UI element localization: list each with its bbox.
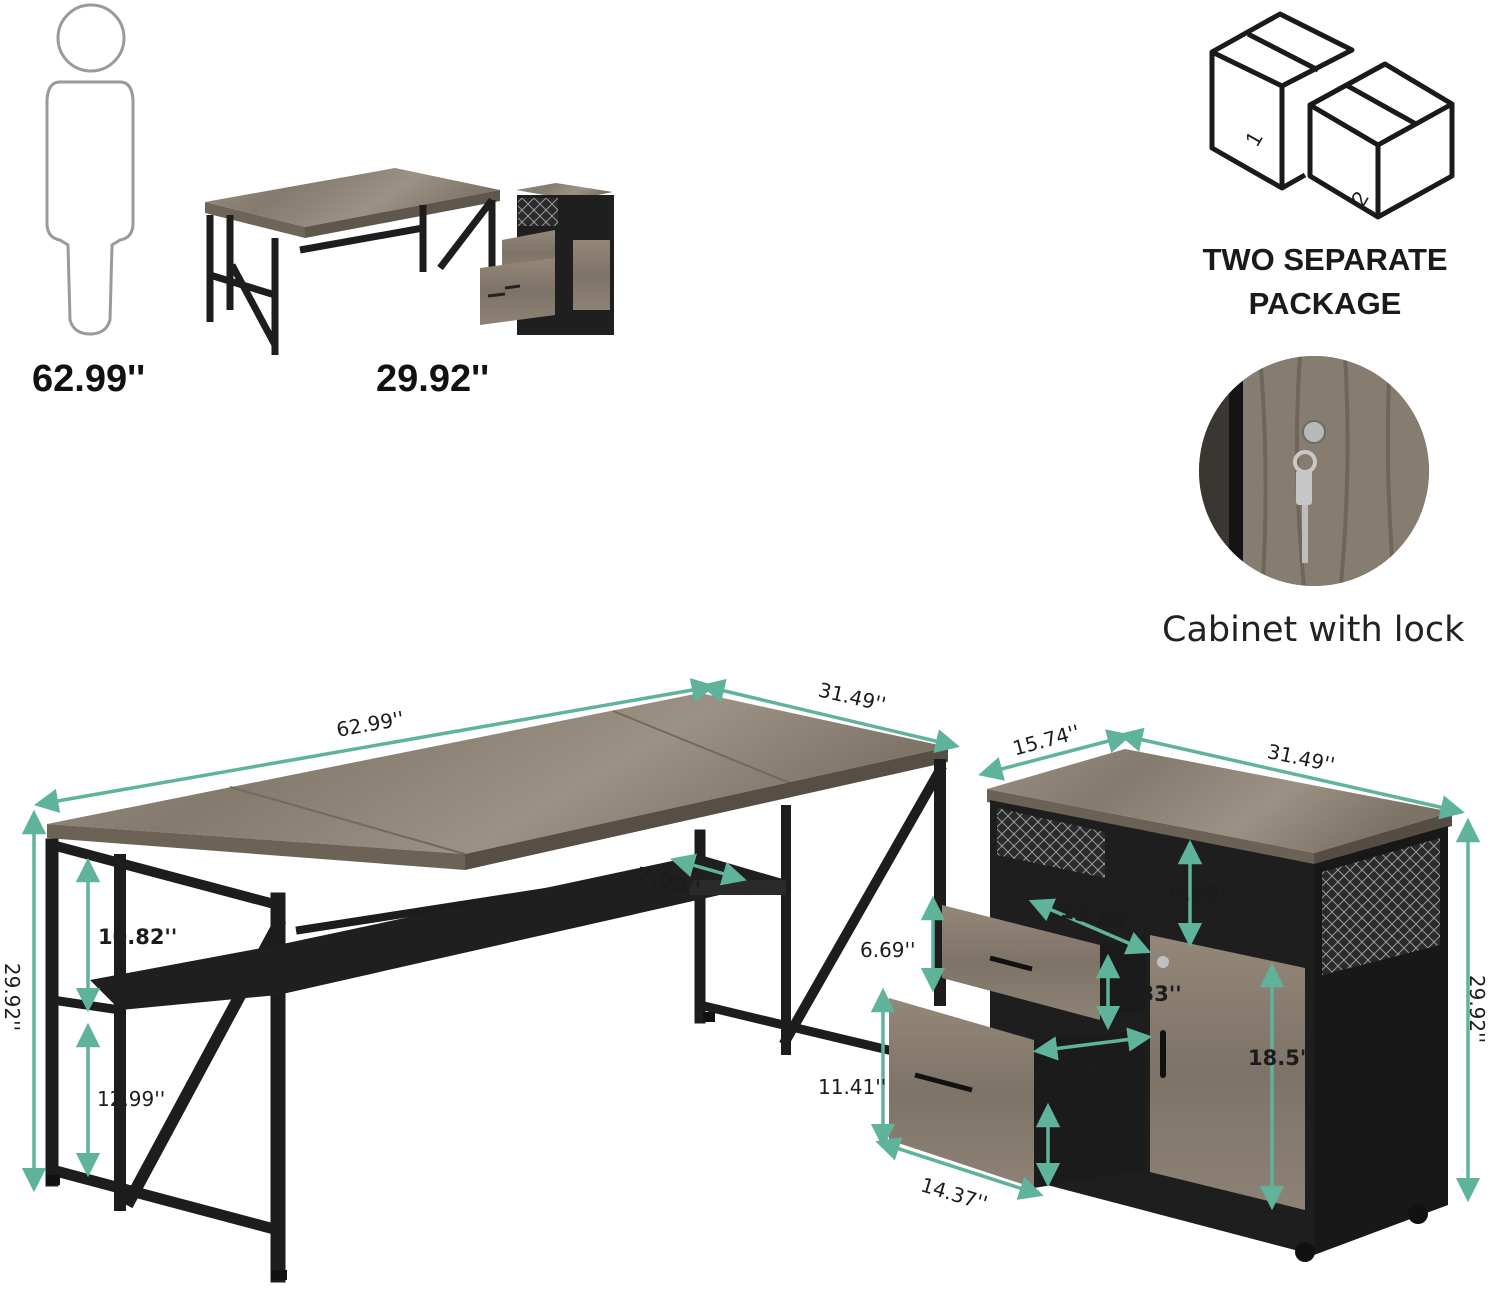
desk-upper-shelf-label: 10.82'' [98, 925, 178, 949]
top-drawer-inner-label: 4.33'' [1117, 982, 1182, 1006]
door-height-label: 18.5'' [1248, 1046, 1313, 1070]
cabinet-open-shelf-label: 6.69'' [1168, 882, 1233, 906]
dimension-lines [21, 678, 1481, 1211]
package-line-1: TWO SEPARATE [1202, 242, 1448, 277]
desk-lower-shelf-label: 12.99'' [97, 1087, 166, 1111]
file-drawer-inner-label: 5.9'' [1058, 1130, 1109, 1154]
small-desk-preview [205, 168, 614, 355]
cabinet-height-dimension: 29.92'' [1465, 974, 1490, 1044]
desk-height-label: 29.92'' [376, 358, 490, 400]
desk-height-dimension: 29.92'' [0, 962, 25, 1032]
cabinet-lock-closeup [1199, 356, 1429, 586]
package-boxes-icon [1209, 11, 1455, 220]
person-silhouette-icon [45, 3, 135, 336]
top-drawer-height-label: 6.69'' [860, 938, 916, 962]
cabinet-lock-caption: Cabinet with lock [1162, 610, 1465, 650]
package-line-2: PACKAGE [1248, 286, 1402, 321]
file-drawer-height-label: 11.41'' [818, 1075, 887, 1099]
person-height-label: 62.99'' [32, 358, 146, 400]
